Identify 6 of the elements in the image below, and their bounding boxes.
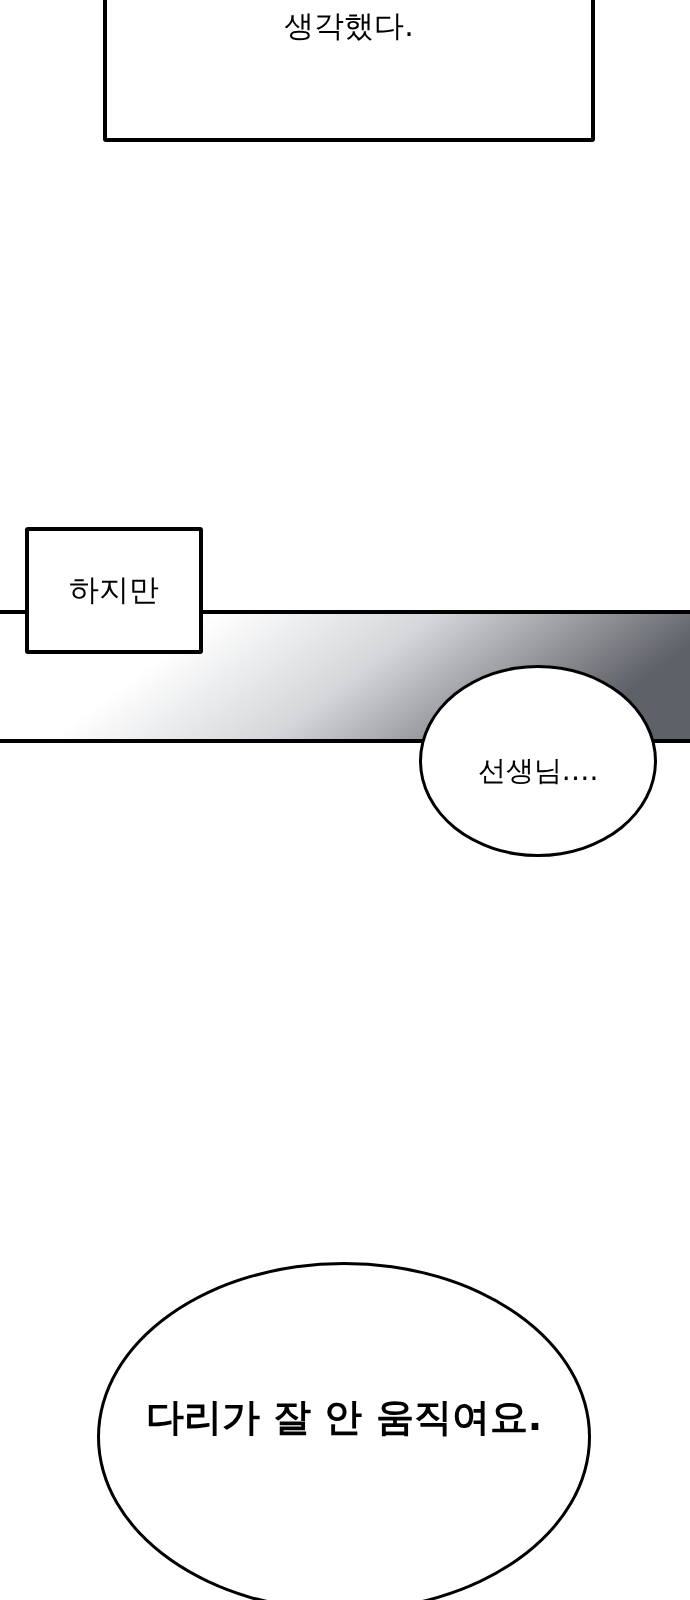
dialogue-text: 생각했다.: [284, 6, 414, 45]
dialogue-text: 하지만: [69, 571, 159, 609]
caption-box: [103, 0, 595, 142]
caption-box: [25, 527, 203, 654]
dialogue-text: 다리가 잘 안 움직여요.: [145, 1393, 543, 1441]
dialogue-text: 선생님….: [477, 753, 599, 789]
